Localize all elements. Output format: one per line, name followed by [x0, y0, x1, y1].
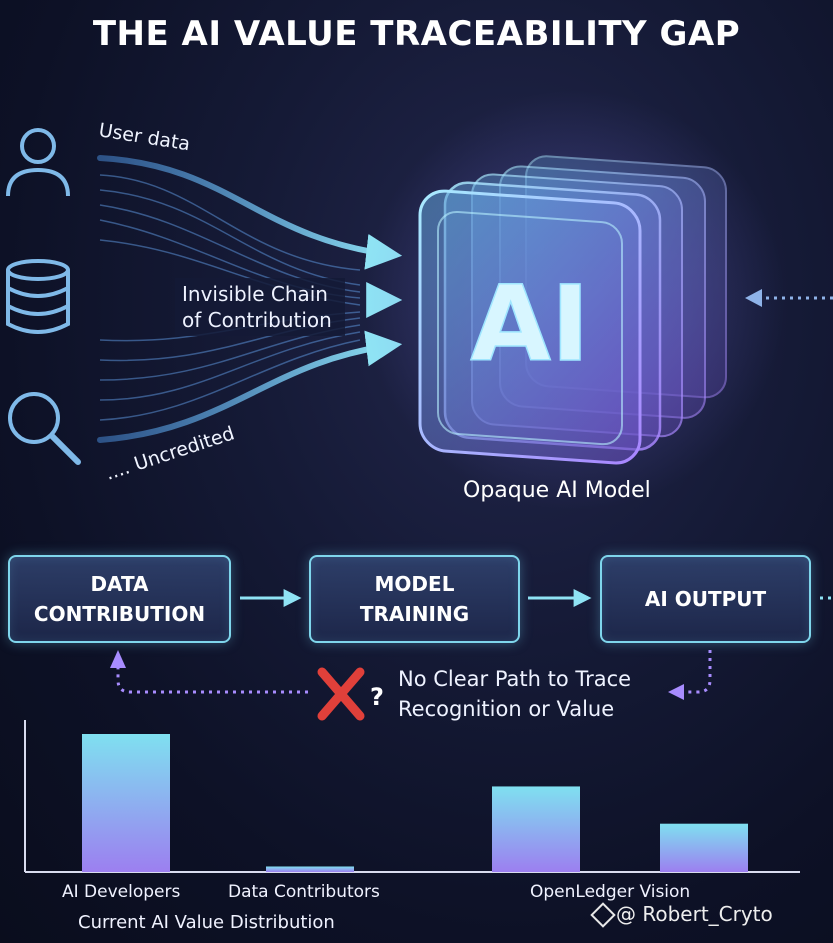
chart-title: Current AI Value Distribution — [78, 912, 335, 933]
chart-group-label-openledger-vision: OpenLedger Vision — [530, 882, 691, 902]
chart-bar-4 — [660, 823, 748, 872]
magnifier-icon — [8, 392, 81, 465]
flow-step-data-contribution: DATA CONTRIBUTION — [8, 555, 231, 643]
chart-group-label-ai-developers: AI Developers — [62, 882, 181, 902]
chain-label-line2: of Contribution — [182, 308, 332, 332]
ai-badge-text: AI — [470, 263, 589, 385]
return-arrowhead-left — [110, 650, 126, 668]
chart-group-label-data-contributors: Data Contributors — [228, 882, 380, 902]
return-arrowhead-right — [668, 684, 684, 700]
red-x-icon — [317, 667, 365, 721]
chart-bar-1 — [82, 734, 170, 872]
chain-label-line1: Invisible Chain — [182, 282, 328, 306]
trace-note-line2: Recognition or Value — [398, 697, 615, 721]
flow-step-model-training: MODEL TRAINING — [309, 555, 520, 643]
uncredited-label: .... Uncredited — [103, 422, 237, 484]
flow-step-ai-output: AI OUTPUT — [600, 555, 811, 643]
chain-label-backdrop — [175, 278, 345, 336]
watermark: @ Robert_Cryto — [616, 902, 773, 926]
page-title: THE AI VALUE TRACEABILITY GAP — [92, 14, 741, 54]
chart-bar-2 — [266, 866, 354, 872]
chart-bar-3 — [492, 786, 580, 872]
return-path-left — [116, 666, 308, 694]
model-label: Opaque AI Model — [463, 478, 651, 503]
feedback-arrowhead — [745, 289, 762, 307]
ai-model-stack — [418, 155, 727, 465]
user-data-label: User data — [97, 119, 191, 155]
trace-note-line1: No Clear Path to Trace — [398, 667, 632, 691]
return-path-right — [682, 650, 712, 694]
chart-bars — [82, 734, 748, 872]
user-icon — [6, 128, 70, 197]
question-mark: ? — [370, 683, 384, 711]
database-icon — [6, 259, 70, 334]
